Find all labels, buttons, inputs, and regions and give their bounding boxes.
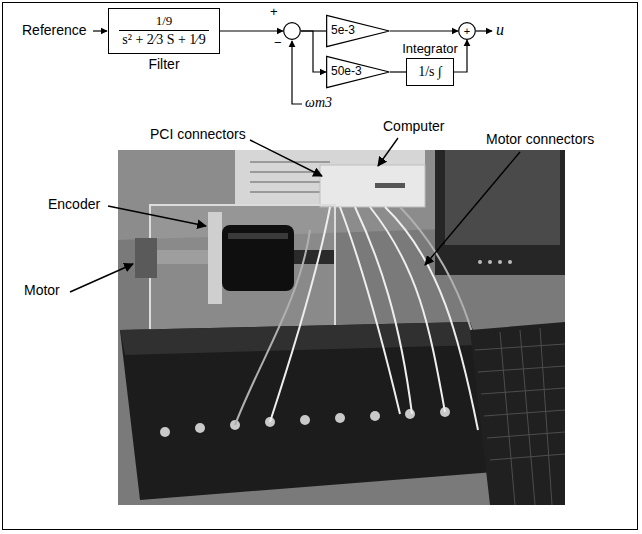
signal-connector: [301, 31, 326, 72]
leader-line: [425, 152, 520, 265]
drawing-part: [235, 230, 310, 425]
front-connectors: [160, 407, 450, 437]
block-text: +: [458, 22, 476, 40]
triangle-outline: [327, 56, 390, 87]
motor-highlight: [228, 233, 288, 239]
signal-name: u: [496, 21, 504, 39]
signal-name: ωm3: [305, 95, 332, 111]
part-label: Motor: [24, 282, 60, 298]
filter-block: 1/9s² + 2⁄3 S + 1⁄9Filter: [108, 8, 220, 54]
pci-slot: [375, 183, 405, 188]
block-text: 1/9: [152, 14, 177, 30]
signal-name: Reference: [22, 22, 87, 38]
motor-tail: [294, 250, 334, 264]
cables: [270, 207, 478, 430]
gain-block: 5e-3: [326, 15, 390, 47]
leader-line: [250, 140, 322, 176]
junction-circle: [284, 23, 301, 40]
part-label: PCI connectors: [150, 126, 246, 142]
photo-content: [118, 150, 565, 505]
monitor: [435, 150, 565, 275]
cables-grey: [235, 207, 500, 450]
block-text: +: [270, 5, 278, 20]
drawing-part: [520, 330, 535, 505]
drawing-part: [270, 207, 330, 422]
shaft-coupling: [135, 238, 157, 278]
leader-line: [70, 264, 133, 292]
monitor-leds: [478, 260, 512, 264]
summing-junction: +−: [283, 22, 301, 40]
keyboard-keys: [475, 328, 565, 505]
drawing-part: [335, 413, 345, 423]
computer-box: [320, 165, 425, 207]
drawing-part: [490, 454, 565, 460]
signal-connector: [220, 30, 283, 31]
drawing-part: [487, 432, 565, 438]
triangle-outline: [327, 15, 390, 46]
leader-line: [108, 206, 206, 226]
block-body: 1/s ∫: [407, 59, 453, 85]
drawing-part: [300, 415, 310, 425]
drawing-part: [540, 328, 552, 505]
photo-ground: [118, 150, 565, 505]
drawing-part: [478, 260, 482, 264]
block-text: 1/s ∫: [418, 64, 442, 80]
photo-leaders: [70, 138, 520, 292]
block-text: s² + 2⁄3 S + 1⁄9: [119, 30, 208, 48]
drawing-part: [195, 423, 205, 433]
keyboard: [470, 322, 565, 505]
integrator-block: Integrator1/s ∫: [406, 58, 454, 86]
signal-connector: [390, 30, 458, 31]
encoder-plate: [208, 212, 222, 304]
drawing-part: [498, 260, 502, 264]
gain-block: 50e-3: [326, 56, 390, 88]
signal-connector: [390, 71, 406, 72]
drawing-part: [370, 207, 445, 412]
drawing-part: [385, 207, 478, 430]
drawing-part: [488, 260, 492, 264]
plexiglass-cover: [150, 205, 335, 330]
part-label: Motor connectors: [486, 131, 594, 147]
drawing-part: [355, 207, 412, 414]
reference-wire: [93, 30, 107, 31]
drawing-part: [475, 344, 565, 350]
drawing-part: [370, 411, 380, 421]
block-text: 50e-3: [331, 65, 362, 79]
drawing-part: [250, 181, 320, 183]
junction-outline: [283, 22, 301, 40]
fraction: 1/9s² + 2⁄3 S + 1⁄9: [109, 9, 219, 53]
drawing-part: [250, 161, 330, 163]
feedback-wire: [292, 41, 302, 104]
output-wire: [476, 30, 492, 31]
drawing-part: [508, 260, 512, 264]
drawing-part: [484, 410, 565, 416]
motor-body: [222, 225, 294, 291]
block-text: Integrator: [402, 42, 458, 57]
block-text: −: [274, 36, 282, 51]
block-text: Filter: [148, 56, 179, 72]
part-label: Encoder: [48, 196, 100, 212]
block-text: 5e-3: [331, 24, 355, 38]
part-label: Computer: [383, 118, 444, 134]
drawing-part: [500, 332, 515, 505]
monitor-screen: [445, 150, 560, 245]
summing-junction: +: [458, 22, 476, 40]
leader-line: [378, 138, 398, 166]
drawing-part: [405, 409, 415, 419]
drawing-part: [160, 427, 170, 437]
drawing-part: [478, 366, 565, 372]
junction-circle: [459, 23, 476, 40]
drawing-part: [481, 388, 565, 394]
